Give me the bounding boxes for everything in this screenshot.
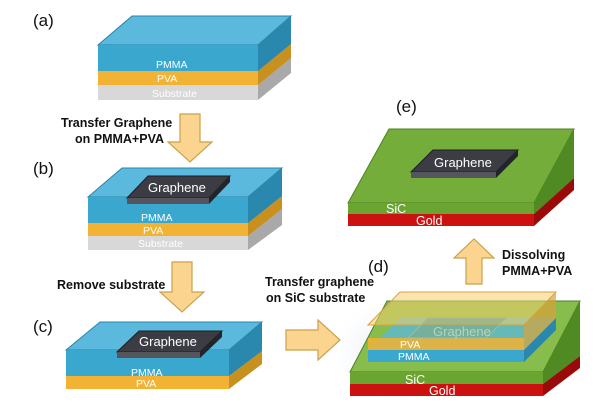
- pmma-side: [229, 322, 262, 376]
- stack-d: Gold SiC PMMA PVA Graphene: [349, 291, 581, 398]
- graphene-edge: [411, 172, 496, 178]
- arrow-down-ab: [166, 113, 214, 163]
- gold-label: Gold: [416, 214, 442, 228]
- pva-side: [248, 196, 282, 236]
- panel-label-a: (a): [33, 11, 54, 30]
- stack-b: Substrate PVA PMMA Graphene: [86, 167, 284, 250]
- pmma-layer: [98, 45, 258, 71]
- pva-side: [524, 292, 556, 350]
- stack-c: PVA PMMA Graphene: [64, 321, 264, 390]
- pva-label: PVA: [143, 225, 163, 237]
- pva-side: [229, 351, 262, 389]
- graphene-label: Graphene: [148, 180, 206, 195]
- step-dissolving-line1: Dissolving: [502, 248, 565, 262]
- pmma-label: PMMA: [141, 212, 173, 224]
- pmma-label: PMMA: [131, 367, 163, 379]
- graphene-label: Graphene: [434, 155, 492, 170]
- stack-a: Substrate PVA PMMA: [96, 15, 293, 100]
- graphene-edge-side: [209, 176, 230, 204]
- panel-label-e: (e): [396, 97, 417, 116]
- step-transfer-graphene-line1: Transfer Graphene: [61, 116, 172, 130]
- pva-layer: [66, 376, 229, 389]
- substrate-label: Substrate: [152, 88, 197, 100]
- pva-layer: [88, 223, 248, 236]
- step-transfer-sic-line2: on SiC substrate: [266, 291, 365, 305]
- panel-label-d: (d): [368, 257, 389, 276]
- sic-side: [534, 129, 574, 214]
- step-remove-substrate: Remove substrate: [57, 278, 165, 292]
- arrow-down-bc: [158, 261, 206, 313]
- substrate-layer: [98, 85, 258, 100]
- gold-label: Gold: [429, 384, 455, 398]
- pmma-side: [524, 318, 556, 362]
- stack-e: Gold SiC Graphene: [347, 128, 575, 228]
- gold-side: [543, 356, 580, 396]
- graphene-edge: [127, 198, 209, 204]
- pmma-label: PMMA: [398, 351, 430, 363]
- pva-label: PVA: [157, 73, 177, 85]
- graphene-label: Graphene: [433, 324, 491, 339]
- substrate-side: [248, 209, 282, 250]
- panel-label-c: (c): [33, 317, 53, 336]
- pmma-layer: [368, 350, 524, 362]
- pva-layer: [98, 71, 258, 85]
- gold-layer: [350, 384, 543, 396]
- substrate-side: [258, 58, 291, 100]
- pmma-side: [258, 16, 291, 71]
- step-transfer-graphene-line2: on PMMA+PVA: [75, 132, 164, 146]
- substrate-label: Substrate: [138, 238, 183, 250]
- pva-side: [258, 44, 291, 85]
- arrow-up-de: [452, 238, 496, 285]
- pva-label: PVA: [136, 378, 156, 390]
- panel-label-b: (b): [33, 159, 54, 178]
- graphene-label: Graphene: [139, 334, 197, 349]
- sic-side: [543, 301, 580, 384]
- gold-side: [534, 178, 574, 226]
- sic-layer: [348, 203, 534, 214]
- arrow-right-cd: [285, 318, 341, 362]
- pmma-top: [96, 15, 293, 46]
- substrate-layer: [88, 236, 248, 250]
- gold-layer: [348, 214, 534, 226]
- graphene-edge-side: [496, 150, 518, 178]
- pmma-label: PMMA: [156, 59, 188, 71]
- step-transfer-sic-line1: Transfer graphene: [265, 275, 374, 289]
- graphene-edge-side: [200, 331, 222, 358]
- sic-layer: [350, 372, 543, 384]
- sic-label: SiC: [405, 373, 425, 387]
- graphene-ghost: [406, 317, 508, 339]
- pmma-side: [248, 168, 282, 223]
- sic-label: SiC: [386, 202, 406, 216]
- step-dissolving-line2: PMMA+PVA: [502, 264, 572, 278]
- pva-layer: [368, 338, 524, 350]
- graphene-edge: [117, 352, 200, 358]
- pva-label: PVA: [400, 339, 420, 351]
